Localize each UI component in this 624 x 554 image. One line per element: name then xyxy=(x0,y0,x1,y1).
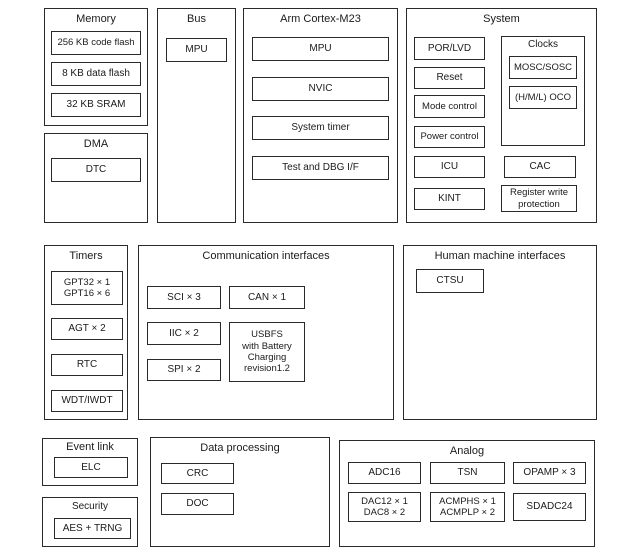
register-write-protection-box: Register write protection xyxy=(501,185,577,212)
clocks-title: Clocks xyxy=(527,39,558,50)
data-processing-block: Data processing CRC DOC xyxy=(150,437,330,547)
power-control-box: Power control xyxy=(414,126,485,148)
tsn-box: TSN xyxy=(430,462,505,484)
acmp-box: ACMPHS × 1 ACMPLP × 2 xyxy=(430,492,505,522)
gpt16-label: GPT16 × 6 xyxy=(63,288,111,299)
register-write-line2: protection xyxy=(518,198,560,210)
doc-box: DOC xyxy=(161,493,234,515)
dma-block: DMA DTC xyxy=(44,133,148,223)
communication-interfaces-title: Communication interfaces xyxy=(202,250,330,262)
timers-block: Timers GPT32 × 1 GPT16 × 6 AGT × 2 RTC W… xyxy=(44,245,128,420)
cortex-title: Arm Cortex-M23 xyxy=(280,13,361,25)
bus-block: Bus MPU xyxy=(157,8,236,223)
wdt-iwdt-box: WDT/IWDT xyxy=(51,390,123,412)
oco-box: (H/M/L) OCO xyxy=(509,86,577,109)
cortex-block: Arm Cortex-M23 MPU NVIC System timer Tes… xyxy=(243,8,398,223)
memory-title: Memory xyxy=(76,13,116,25)
mode-control-box: Mode control xyxy=(414,95,485,118)
data-processing-title: Data processing xyxy=(200,442,280,454)
analog-block: Analog ADC16 TSN OPAMP × 3 DAC12 × 1 DAC… xyxy=(339,440,595,547)
data-flash-box: 8 KB data flash xyxy=(51,62,141,86)
icu-box: ICU xyxy=(414,156,485,178)
aes-trng-box: AES + TRNG xyxy=(54,518,131,539)
event-link-block: Event link ELC xyxy=(42,438,138,486)
adc16-box: ADC16 xyxy=(348,462,421,484)
memory-block: Memory 256 KB code flash 8 KB data flash… xyxy=(44,8,148,126)
dac12-label: DAC12 × 1 xyxy=(361,495,408,507)
kint-box: KINT xyxy=(414,188,485,210)
cac-box: CAC xyxy=(504,156,576,178)
test-dbg-box: Test and DBG I/F xyxy=(252,156,389,180)
dtc-box: DTC xyxy=(51,158,141,182)
security-title: Security xyxy=(71,501,109,512)
sram-box: 32 KB SRAM xyxy=(51,93,141,117)
elc-box: ELC xyxy=(54,457,128,478)
dac-box: DAC12 × 1 DAC8 × 2 xyxy=(348,492,421,522)
mosc-sosc-box: MOSC/SOSC xyxy=(509,56,577,79)
bus-mpu-box: MPU xyxy=(166,38,227,62)
spi-box: SPI × 2 xyxy=(147,359,221,381)
human-machine-interfaces-title: Human machine interfaces xyxy=(434,250,566,262)
bus-title: Bus xyxy=(187,13,206,25)
gpt-box: GPT32 × 1 GPT16 × 6 xyxy=(51,271,123,305)
register-write-line1: Register write xyxy=(509,187,569,199)
agt-box: AGT × 2 xyxy=(51,318,123,340)
reset-box: Reset xyxy=(414,67,485,89)
dac8-label: DAC8 × 2 xyxy=(363,507,406,518)
system-block: System POR/LVD Reset Mode control Power … xyxy=(406,8,597,223)
crc-box: CRC xyxy=(161,463,234,484)
cac-label: CAC xyxy=(529,161,551,172)
system-title: System xyxy=(483,13,520,25)
clocks-subblock: Clocks MOSC/SOSC (H/M/L) OCO xyxy=(501,36,585,146)
dma-title: DMA xyxy=(83,138,109,150)
usbfs-line3: Charging xyxy=(247,352,287,363)
usbfs-line1: USBFS xyxy=(251,329,283,341)
acmplp-label: ACMPLP × 2 xyxy=(439,507,495,518)
usbfs-box: USBFS with Battery Charging revision1.2 xyxy=(229,322,305,382)
communication-interfaces-block: Communication interfaces SCI × 3 CAN × 1… xyxy=(138,245,394,420)
por-lvd-box: POR/LVD xyxy=(414,37,485,60)
iic-box: IIC × 2 xyxy=(147,322,221,345)
timers-title: Timers xyxy=(69,250,103,262)
nvic-box: NVIC xyxy=(252,77,389,101)
usbfs-line4: revision1.2 xyxy=(244,363,290,375)
acmphs-label: ACMPHS × 1 xyxy=(439,495,496,507)
opamp-box: OPAMP × 3 xyxy=(513,462,586,484)
ctsu-box: CTSU xyxy=(416,269,484,293)
analog-title: Analog xyxy=(449,445,485,457)
sdadc24-box: SDADC24 xyxy=(513,493,586,521)
gpt32-label: GPT32 × 1 xyxy=(63,276,111,288)
human-machine-interfaces-block: Human machine interfaces CTSU xyxy=(403,245,597,420)
security-block: Security AES + TRNG xyxy=(42,497,138,547)
rtc-box: RTC xyxy=(51,354,123,376)
usbfs-line2: with Battery xyxy=(242,340,292,352)
system-timer-box: System timer xyxy=(252,116,389,140)
can-box: CAN × 1 xyxy=(229,286,305,309)
cortex-mpu-box: MPU xyxy=(252,37,389,61)
sci-box: SCI × 3 xyxy=(147,286,221,309)
code-flash-box: 256 KB code flash xyxy=(51,31,141,55)
event-link-title: Event link xyxy=(66,441,114,453)
